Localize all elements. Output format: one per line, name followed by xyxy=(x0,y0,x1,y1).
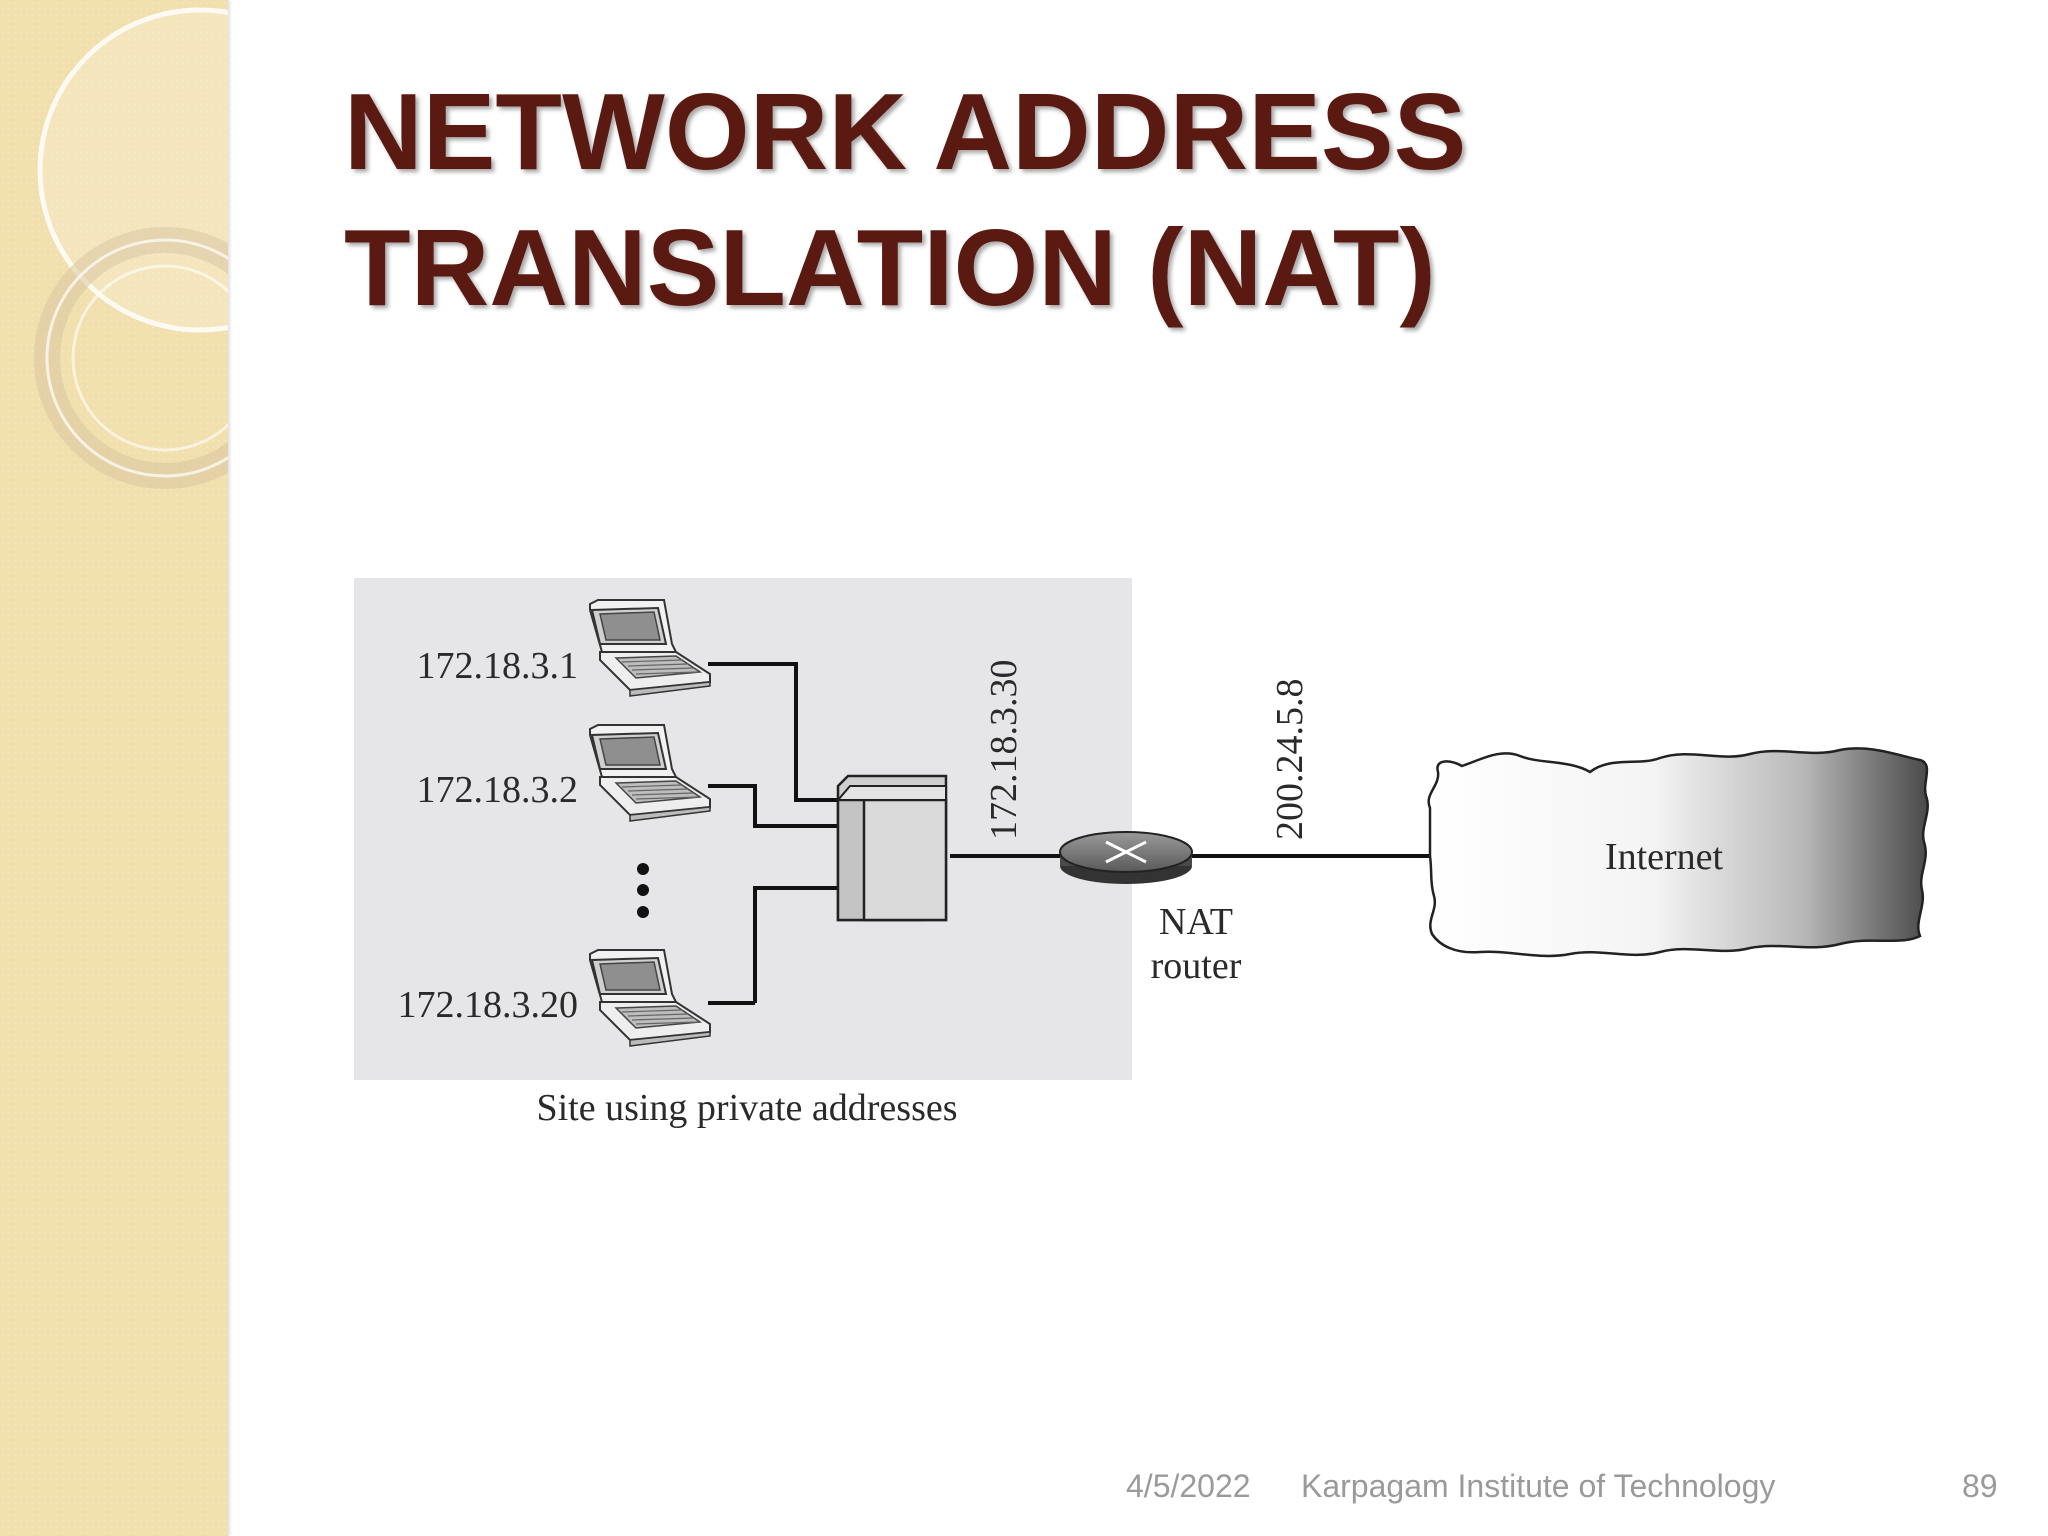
slide-title-line-1: NETWORK ADDRESS xyxy=(344,71,1467,193)
host-2-address: 172.18.3.2 xyxy=(417,769,579,811)
slide-title-line-2: TRANSLATION (NAT) xyxy=(344,207,1436,329)
router-label-nat: NAT xyxy=(1159,901,1233,943)
footer-organization: Karpagam Institute of Technology xyxy=(1301,1468,1776,1504)
internet-cloud xyxy=(1427,747,1929,958)
switch-address: 172.18.3.30 xyxy=(983,660,1025,841)
nat-diagram-svg: 172.18.3.1 172.18.3.2 172.18.3.20 172.18… xyxy=(354,578,1929,1129)
site-caption: Site using private addresses xyxy=(536,1087,957,1129)
host-1-address: 172.18.3.1 xyxy=(417,645,579,687)
router-label-router: router xyxy=(1151,945,1242,987)
lan-wires xyxy=(708,662,1430,1005)
decorative-rings-icon xyxy=(34,7,228,489)
ellipsis-dot xyxy=(637,906,649,918)
ellipsis-dot xyxy=(637,863,649,875)
footer-date: 4/5/2022 xyxy=(1126,1468,1251,1504)
ellipsis-dot xyxy=(637,884,649,896)
private-site-area xyxy=(354,578,1132,1080)
host-20-address: 172.18.3.20 xyxy=(398,984,579,1026)
switch-icon xyxy=(835,774,948,922)
footer-page-number: 89 xyxy=(1962,1468,1998,1504)
decorative-sidebar xyxy=(0,0,228,1536)
nat-diagram: 172.18.3.1 172.18.3.2 172.18.3.20 172.18… xyxy=(340,560,1940,1160)
router-public-address: 200.24.5.8 xyxy=(1269,679,1311,841)
internet-label: Internet xyxy=(1605,836,1724,878)
slide-title: NETWORK ADDRESS TRANSLATION (NAT) xyxy=(344,64,1466,336)
nat-router-icon xyxy=(1059,831,1193,884)
